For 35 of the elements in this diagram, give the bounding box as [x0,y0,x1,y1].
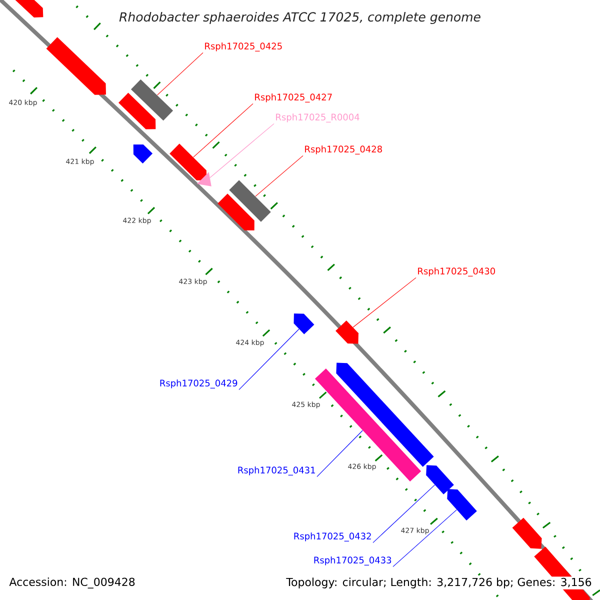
leader-line [193,103,254,158]
gene-feature [196,172,212,186]
gene-feature [218,194,254,230]
gene-label: Rsph17025_0427 [255,94,332,102]
gene-label: Rsph17025_R0004 [276,114,360,122]
gene-label: Rsph17025_0431 [238,466,315,476]
gene-feature [46,37,106,95]
gene-label: Rsph17025_0428 [305,146,382,154]
leader-line [352,277,416,328]
gene-feature [447,489,477,520]
gene-label: Rsph17025_0432 [294,532,371,542]
gene-feature [229,180,271,222]
gene-label: Rsph17025_0433 [314,556,392,566]
gene-feature [130,79,174,121]
accession-text: Accession: NC_009428 [9,578,135,588]
leader-line [238,328,300,390]
leader-line [255,155,304,197]
gene-label: Rsph17025_0425 [205,42,282,52]
leader-line [156,52,204,96]
leader-line [392,510,457,567]
gene-feature [426,465,454,494]
gene-feature [13,0,44,18]
gene-feature [512,518,542,549]
gene-feature [118,92,156,130]
gene-label: Rsph17025_0430 [418,268,495,276]
gene-feature [336,320,358,344]
genome-info-text: Topology: circular; Length: 3,217,726 bp; Genes: 3,156 [285,576,593,590]
leader-line [316,430,363,477]
gene-feature [170,144,207,180]
leader-line [210,123,274,178]
title: Rhodobacter sphaeroides ATCC 17025, complete genome [119,12,480,24]
gene-feature [133,144,153,164]
gene-feature [294,314,314,334]
leader-line [372,484,436,543]
gene-label: Rsph17025_0429 [160,380,238,388]
